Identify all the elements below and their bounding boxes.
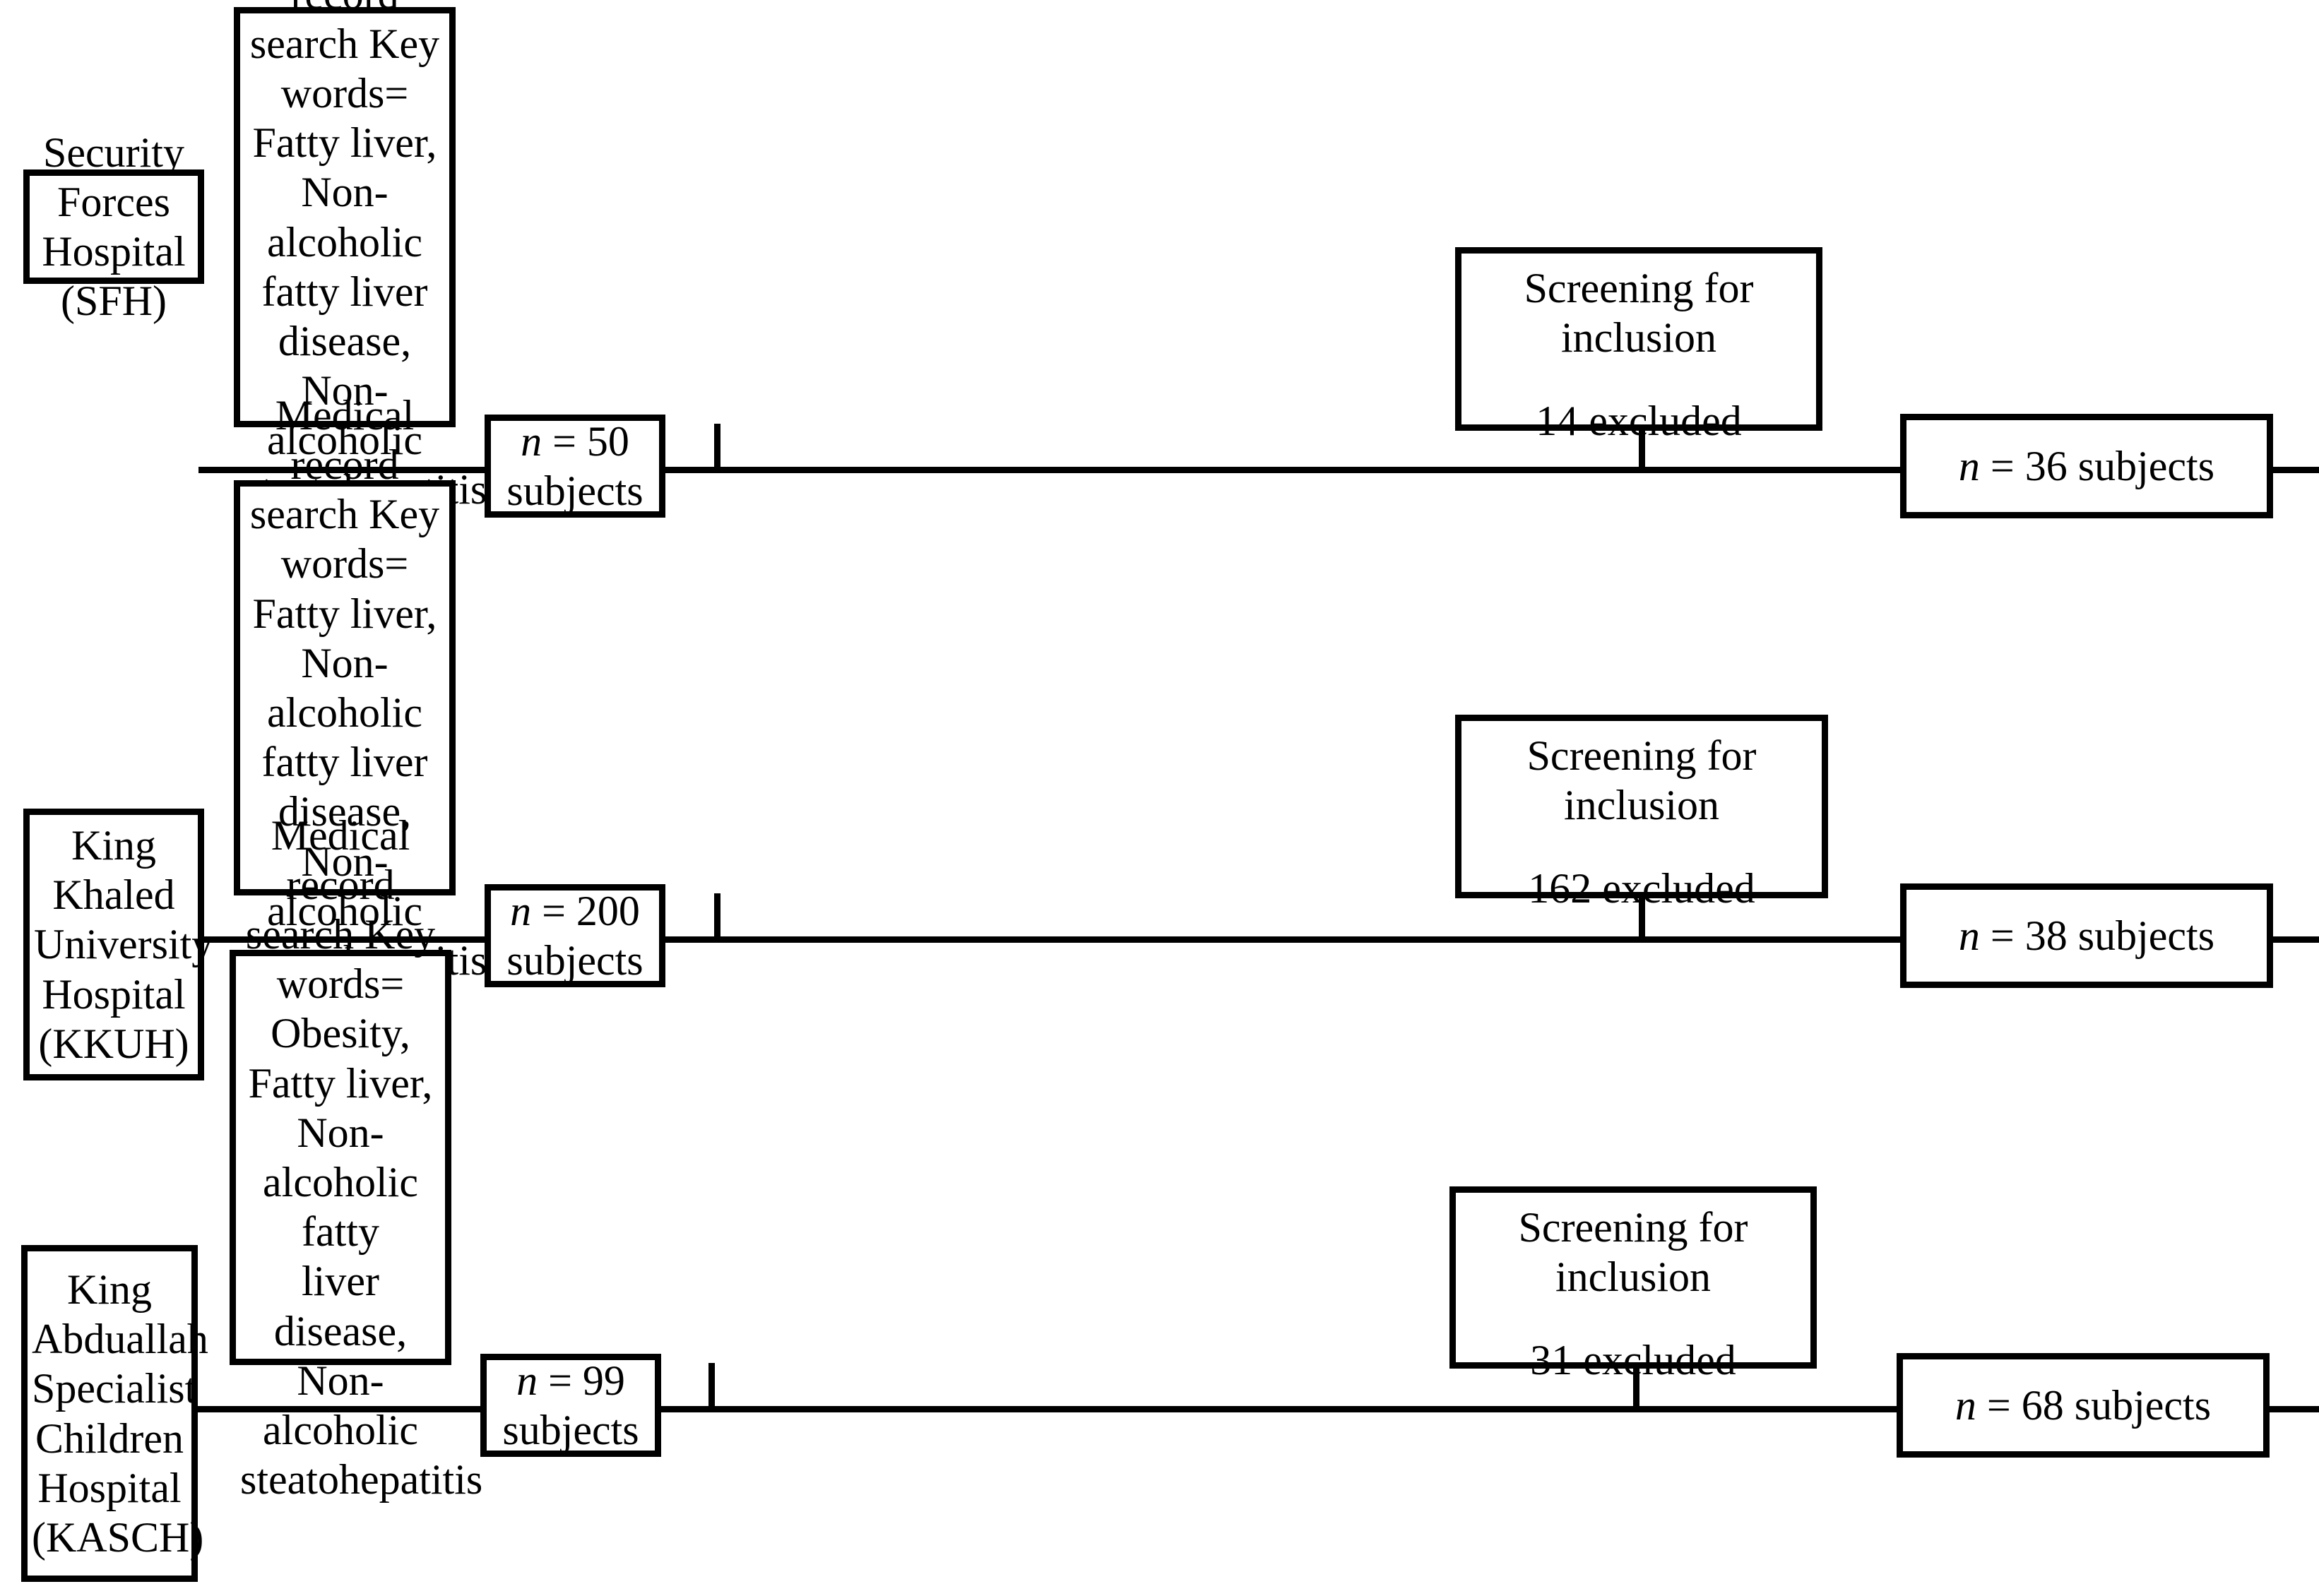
connector-sfh-to-n50 (198, 467, 490, 473)
hospital-box-kasch[interactable]: King Abduallah Specialist Children Hospi… (21, 1245, 208, 1582)
final-count-label-kkuh: n = 38 subjects (1906, 911, 2267, 960)
final-n-symbol-kkuh: n (1958, 912, 1980, 959)
screening-box-sfh[interactable]: Screening for inclusion 14 excluded (1455, 247, 1822, 444)
n-symbol-kkuh: n (510, 887, 532, 934)
final-n-equals-sfh: = (1979, 442, 2025, 489)
final-n-symbol-sfh: n (1958, 442, 1980, 489)
connector-n50-to-screening-sfh (660, 467, 1620, 473)
hospital-label-sfh: Security Forces Hospital (SFH) (42, 129, 186, 325)
connector-stub-kw-kasch (708, 1363, 715, 1409)
final-count-label-kasch: n = 68 subjects (1903, 1381, 2263, 1430)
screening-excluded-kasch: 31 excluded (1530, 1337, 1736, 1384)
screening-heading-sfh: Screening for inclusion (1524, 265, 1754, 362)
final-n-equals-kkuh: = (1979, 912, 2025, 959)
initial-count-label-kasch: n = 99 subjects (487, 1356, 655, 1455)
connector-stub-kw-sfh (714, 424, 720, 470)
n-equals-kasch: = (538, 1357, 583, 1404)
final-count-label-sfh: n = 36 subjects (1906, 441, 2267, 491)
hospital-box-kkuh[interactable]: King Khaled University Hospital (KKUH) (23, 809, 213, 1080)
initial-count-box-kasch[interactable]: n = 99 subjects (480, 1354, 661, 1457)
keyword-box-kasch[interactable]: Medical record search Key words= Obesity… (230, 812, 482, 1503)
keyword-box-kkuh[interactable]: Medical record search Key words= Fatty l… (234, 392, 487, 984)
initial-count-box-kkuh[interactable]: n = 200 subjects (485, 884, 665, 987)
connector-stub-screening-sfh (1639, 424, 1645, 470)
screening-heading-kasch: Screening for inclusion (1518, 1204, 1748, 1301)
n-value-kkuh: 200 subjects (506, 887, 643, 984)
hospital-label-kkuh: King Khaled University Hospital (KKUH) (34, 822, 213, 1067)
screening-heading-kkuh: Screening for inclusion (1526, 732, 1757, 829)
n-equals-kkuh: = (531, 887, 576, 934)
connector-n99-to-screening-kasch (656, 1406, 1613, 1412)
screening-excluded-kkuh: 162 excluded (1528, 865, 1755, 912)
connector-stub-kw-kkuh (714, 893, 720, 939)
initial-count-box-sfh[interactable]: n = 50 subjects (485, 415, 665, 518)
connector-kkuh-to-n200 (198, 936, 490, 943)
final-n-symbol-kasch: n (1955, 1381, 1976, 1429)
n-symbol-sfh: n (521, 417, 542, 465)
final-n-value-sfh: 36 subjects (2024, 442, 2215, 489)
initial-count-label-kkuh: n = 200 subjects (491, 886, 659, 985)
connector-n200-to-screening-kkuh (660, 936, 1620, 943)
final-n-value-kasch: 68 subjects (2021, 1381, 2212, 1429)
screening-excluded-sfh: 14 excluded (1536, 398, 1742, 445)
keyword-box-sfh[interactable]: Medical record search Key words= Fatty l… (234, 0, 487, 513)
connector-stub-screening-kasch (1633, 1363, 1639, 1409)
initial-count-label-sfh: n = 50 subjects (491, 417, 659, 516)
final-count-box-sfh[interactable]: n = 36 subjects (1900, 414, 2273, 518)
final-n-equals-kasch: = (1976, 1381, 2022, 1429)
n-value-sfh: 50 subjects (506, 417, 643, 514)
final-count-box-kasch[interactable]: n = 68 subjects (1897, 1353, 2270, 1458)
hospital-box-sfh[interactable]: Security Forces Hospital (SFH) (23, 129, 204, 324)
hospital-label-kasch: King Abduallah Specialist Children Hospi… (32, 1266, 208, 1561)
final-n-value-kkuh: 38 subjects (2024, 912, 2215, 959)
connector-stub-screening-kkuh (1639, 893, 1645, 939)
n-symbol-kasch: n (516, 1357, 538, 1404)
screening-box-kkuh[interactable]: Screening for inclusion 162 excluded (1455, 715, 1828, 912)
connector-kasch-to-n99 (192, 1406, 485, 1412)
n-equals-sfh: = (542, 417, 587, 465)
screening-box-kasch[interactable]: Screening for inclusion 31 excluded (1449, 1186, 1817, 1383)
n-value-kasch: 99 subjects (502, 1357, 639, 1453)
final-count-box-kkuh[interactable]: n = 38 subjects (1900, 883, 2273, 988)
keyword-label-kasch: Medical record search Key words= Obesity… (240, 811, 483, 1503)
